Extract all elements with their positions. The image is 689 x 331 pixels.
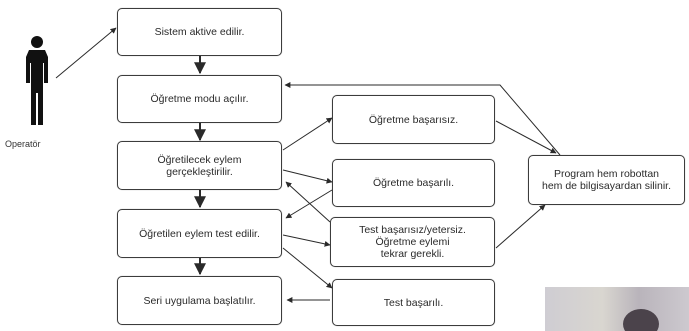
box-test-success-text: Test başarılı.	[383, 296, 444, 309]
box-teach-mode: Öğretme modu açılır.	[117, 75, 282, 123]
box-serial-start-text: Seri uygulama başlatılır.	[143, 294, 256, 307]
box-test-action: Öğretilen eylem test edilir.	[117, 209, 282, 258]
box-perform-action: Öğretilecek eylem gerçekleştirilir.	[117, 141, 282, 190]
arrow-delete-to-teachmode	[284, 82, 561, 156]
box-program-delete-text: Program hem robottan hem de bilgisayarda…	[542, 168, 671, 192]
arrow-test-to-testsuccess	[282, 247, 333, 289]
arrow-perform-to-teachfail	[282, 117, 333, 151]
box-teach-mode-text: Öğretme modu açılır.	[150, 93, 249, 105]
corner-photo	[545, 287, 689, 331]
box-perform-action-text: Öğretilecek eylem gerçekleştirilir.	[157, 153, 242, 178]
arrow-test-to-testfail	[282, 234, 331, 247]
operator-figure-icon	[26, 36, 48, 125]
box-system-activate-text: Sistem aktive edilir.	[154, 26, 245, 38]
box-program-delete: Program hem robottan hem de bilgisayarda…	[528, 155, 685, 205]
operator-label: Operatör	[5, 139, 41, 149]
box-test-fail-text: Test başarısız/yetersiz. Öğretme eylemi …	[359, 224, 466, 260]
arrow-teachfail-to-delete	[495, 120, 557, 154]
corner-photo-subject	[623, 309, 659, 331]
arrow-testfail-to-delete	[495, 204, 546, 249]
arrow-perform-to-teachsuccess	[282, 169, 333, 184]
box-test-fail: Test başarısız/yetersiz. Öğretme eylemi …	[330, 217, 495, 267]
box-test-success: Test başarılı.	[332, 279, 495, 326]
box-test-action-text: Öğretilen eylem test edilir.	[139, 227, 260, 240]
box-system-activate: Sistem aktive edilir.	[117, 8, 282, 56]
box-teach-fail-text: Öğretme başarısız.	[368, 113, 459, 126]
box-serial-start: Seri uygulama başlatılır.	[117, 276, 282, 325]
arrow-testfail-to-perform	[285, 181, 331, 223]
box-teach-success-text: Öğretme başarılı.	[372, 177, 455, 189]
box-teach-success: Öğretme başarılı.	[332, 159, 495, 207]
arrow-teachsuccess-to-test	[285, 189, 333, 219]
arrow-operator-to-system	[55, 27, 117, 79]
box-teach-fail: Öğretme başarısız.	[332, 95, 495, 144]
